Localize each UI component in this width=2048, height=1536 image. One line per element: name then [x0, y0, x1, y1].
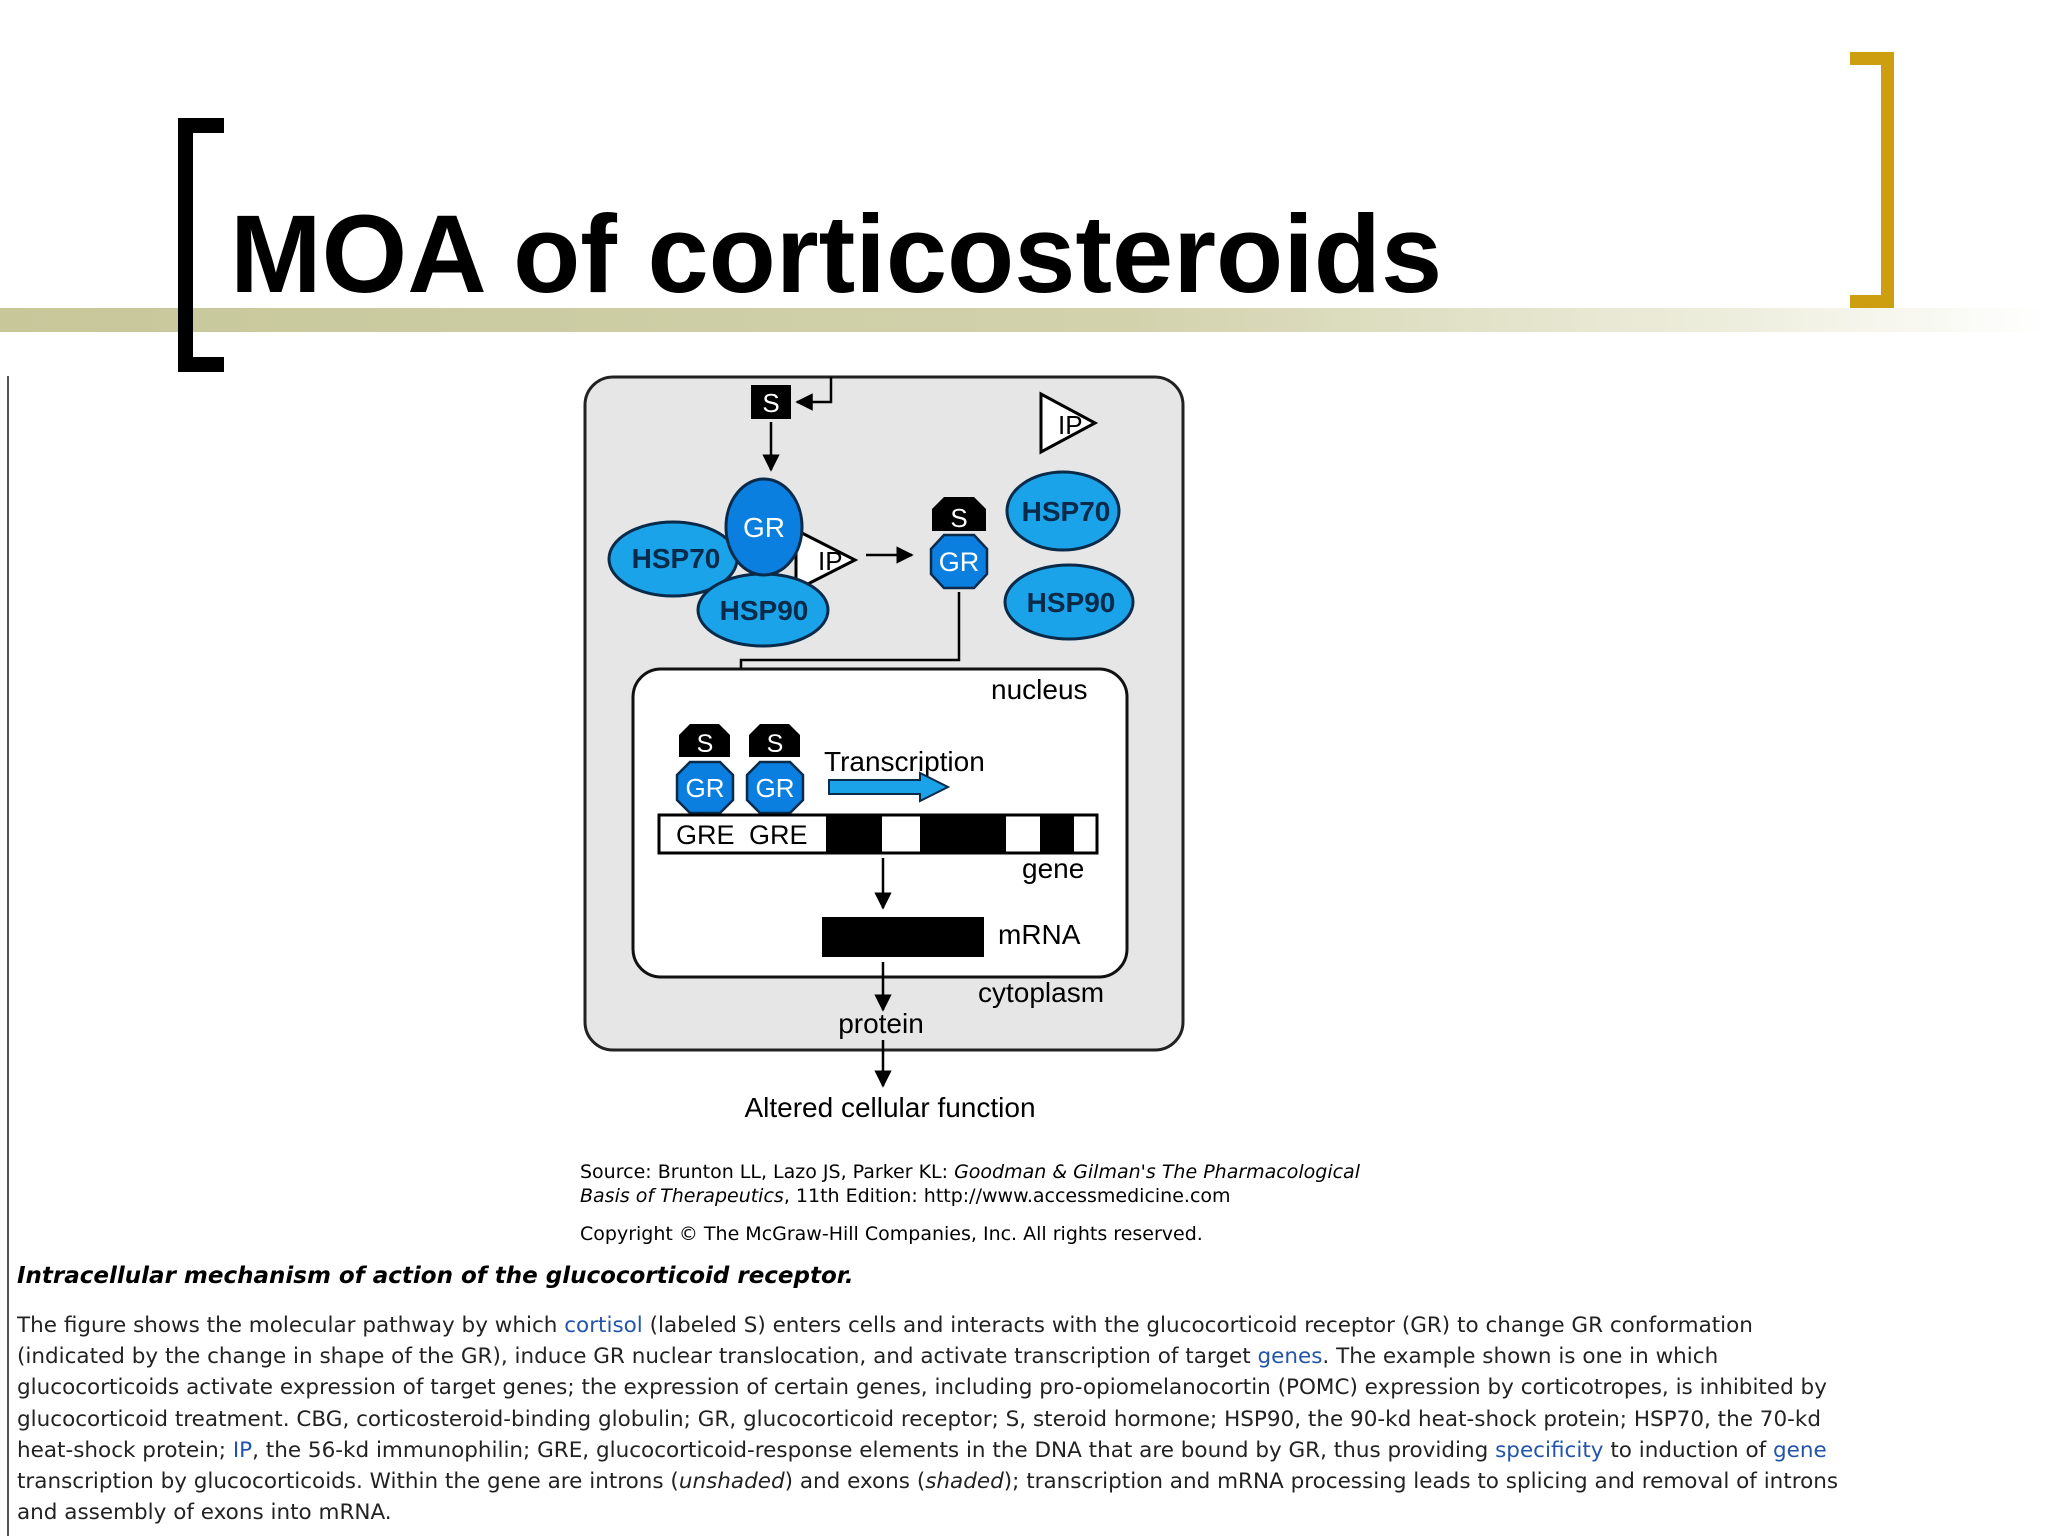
specificity-link[interactable]: specificity: [1495, 1437, 1604, 1463]
caption-heading: Intracellular mechanism of action of the…: [17, 1263, 854, 1289]
svg-text:HSP70: HSP70: [632, 543, 721, 574]
slide-title: MOA of corticosteroids: [230, 193, 1443, 316]
hsp70-free: HSP70: [1005, 470, 1121, 552]
ip-free-label: IP: [1058, 410, 1083, 440]
transcription-arrow: [828, 771, 951, 803]
ip-free: IP: [1039, 391, 1099, 455]
gr-dimer: S GR S GR: [675, 724, 805, 815]
cortisol-link[interactable]: cortisol: [564, 1313, 643, 1338]
svg-text:HSP90: HSP90: [1027, 587, 1116, 618]
svg-text:GR: GR: [743, 512, 785, 543]
steroid-entry-arrow: [795, 377, 833, 411]
cytoplasm-label: cytoplasm: [978, 977, 1104, 1008]
exon-3: [1040, 815, 1074, 853]
left-bracket-decoration: [178, 118, 224, 372]
genes-link[interactable]: genes: [1257, 1344, 1323, 1370]
ip-complexed: [794, 527, 859, 593]
exon-1: [826, 815, 882, 853]
title-underline-band: [0, 308, 2048, 332]
left-margin-rule: [7, 376, 9, 1536]
nucleus-label: nucleus: [991, 674, 1088, 705]
svg-text:GRE: GRE: [749, 820, 808, 850]
gene-label: gene: [1022, 853, 1084, 884]
hsp90-free: HSP90: [1003, 563, 1135, 641]
mrna-bar: [822, 917, 984, 957]
gr-complexed: [724, 477, 804, 577]
steroid-entering: S: [751, 385, 791, 419]
right-bracket-decoration: [1850, 52, 1894, 308]
gene-strip: GRE GRE: [657, 813, 1099, 855]
gr-pathway-diagram: S IP HSP70 IP HSP90 GR S GR HSP70 HSP90 …: [583, 375, 1185, 1123]
source-citation: Source: Brunton LL, Lazo JS, Parker KL: …: [580, 1161, 1360, 1207]
svg-text:S: S: [697, 730, 714, 758]
svg-text:GR: GR: [686, 773, 725, 803]
svg-text:HSP90: HSP90: [720, 595, 809, 626]
copyright-notice: Copyright © The McGraw-Hill Companies, I…: [580, 1223, 1203, 1245]
steroid-label: S: [762, 388, 779, 418]
altered-function-label: Altered cellular function: [744, 1092, 1035, 1123]
mrna-label: mRNA: [998, 919, 1081, 950]
svg-text:GR: GR: [939, 547, 980, 577]
gene-link[interactable]: gene: [1773, 1437, 1827, 1463]
ip-link[interactable]: IP: [232, 1437, 253, 1463]
exon-2: [920, 815, 1006, 853]
transcription-label: Transcription: [824, 746, 985, 777]
receptor-complex: HSP70 IP HSP90 GR: [607, 477, 859, 648]
activated-s-gr: S GR: [929, 497, 989, 590]
svg-text:S: S: [767, 730, 784, 758]
svg-text:GR: GR: [756, 773, 795, 803]
svg-text:IP: IP: [818, 546, 843, 576]
svg-text:S: S: [950, 503, 967, 533]
protein-label: protein: [838, 1008, 924, 1039]
svg-text:GRE: GRE: [676, 820, 735, 850]
caption-body: The figure shows the molecular pathway b…: [17, 1313, 1839, 1526]
svg-text:HSP70: HSP70: [1022, 496, 1111, 527]
